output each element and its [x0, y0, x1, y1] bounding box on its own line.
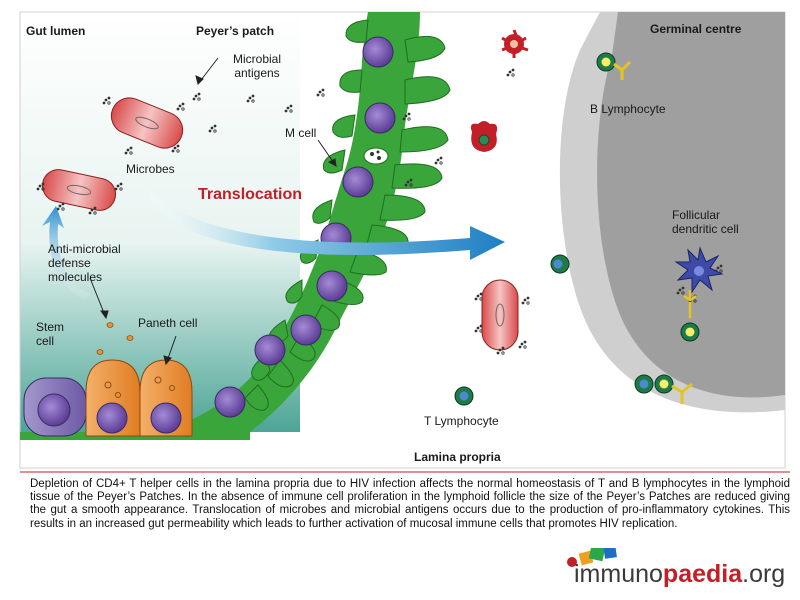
- peyers-patch-label: Peyer’s patch: [196, 24, 275, 38]
- follicular-dendritic-cell-label: Follicular dendritic cell: [672, 208, 739, 236]
- germinal-centre-region: [597, 12, 785, 398]
- lumen-villi: [251, 19, 369, 381]
- paneth-cell-1: [85, 359, 141, 437]
- t-lymphocyte-left: [550, 254, 570, 274]
- b-lymphocyte-bottom: [634, 374, 693, 404]
- translocation-label: Translocation: [198, 186, 303, 203]
- microbe-2: [41, 169, 117, 211]
- t-lymphocyte-bottom: [454, 386, 474, 406]
- pointer-lines: [89, 57, 337, 366]
- logo-part3: .org: [742, 560, 786, 588]
- microbe-3: [481, 279, 519, 351]
- defense-granules: [96, 322, 134, 355]
- gut-lumen-label: Gut lumen: [26, 24, 86, 38]
- defense-arrow: [42, 206, 90, 300]
- caption-text: Depletion of CD4+ T helper cells in the …: [30, 478, 790, 530]
- anti-microbial-label: Anti-microbial defense molecules: [48, 242, 121, 284]
- red-dendritic-cell: [501, 29, 529, 58]
- follicular-dendritic-cell: [674, 246, 724, 318]
- t-lymphocyte-label: T Lymphocyte: [424, 414, 499, 428]
- stem-cell-label: Stem cell: [36, 320, 65, 348]
- b-lymphocyte-fdc: [680, 322, 700, 342]
- logo-part1: immuno: [574, 560, 663, 588]
- logo-part2: paedia: [662, 560, 743, 588]
- microbes-label: Microbes: [126, 162, 175, 176]
- m-cell-label: M cell: [285, 126, 317, 140]
- b-lymphocyte-label: B Lymphocyte: [590, 102, 666, 116]
- translocation-arrow: [150, 190, 505, 260]
- immunopaedia-logo-text[interactable]: immunopaedia.org: [574, 560, 785, 589]
- paneth-cell-2: [139, 359, 193, 437]
- lamina-propria-label: Lamina propria: [414, 450, 501, 464]
- stem-cell: [23, 377, 87, 437]
- microbial-antigens-label: Microbial antigens: [232, 52, 281, 80]
- villi-group: [244, 35, 451, 411]
- germinal-centre-label: Germinal centre: [650, 22, 742, 36]
- paneth-cell-label: Paneth cell: [138, 316, 198, 330]
- microbe-1: [110, 97, 184, 149]
- m-cell-pocket: [363, 147, 389, 165]
- red-macrophage: [470, 121, 498, 152]
- b-lymphocyte-top: [596, 52, 632, 80]
- immunopaedia-logo-graphic: [567, 548, 617, 567]
